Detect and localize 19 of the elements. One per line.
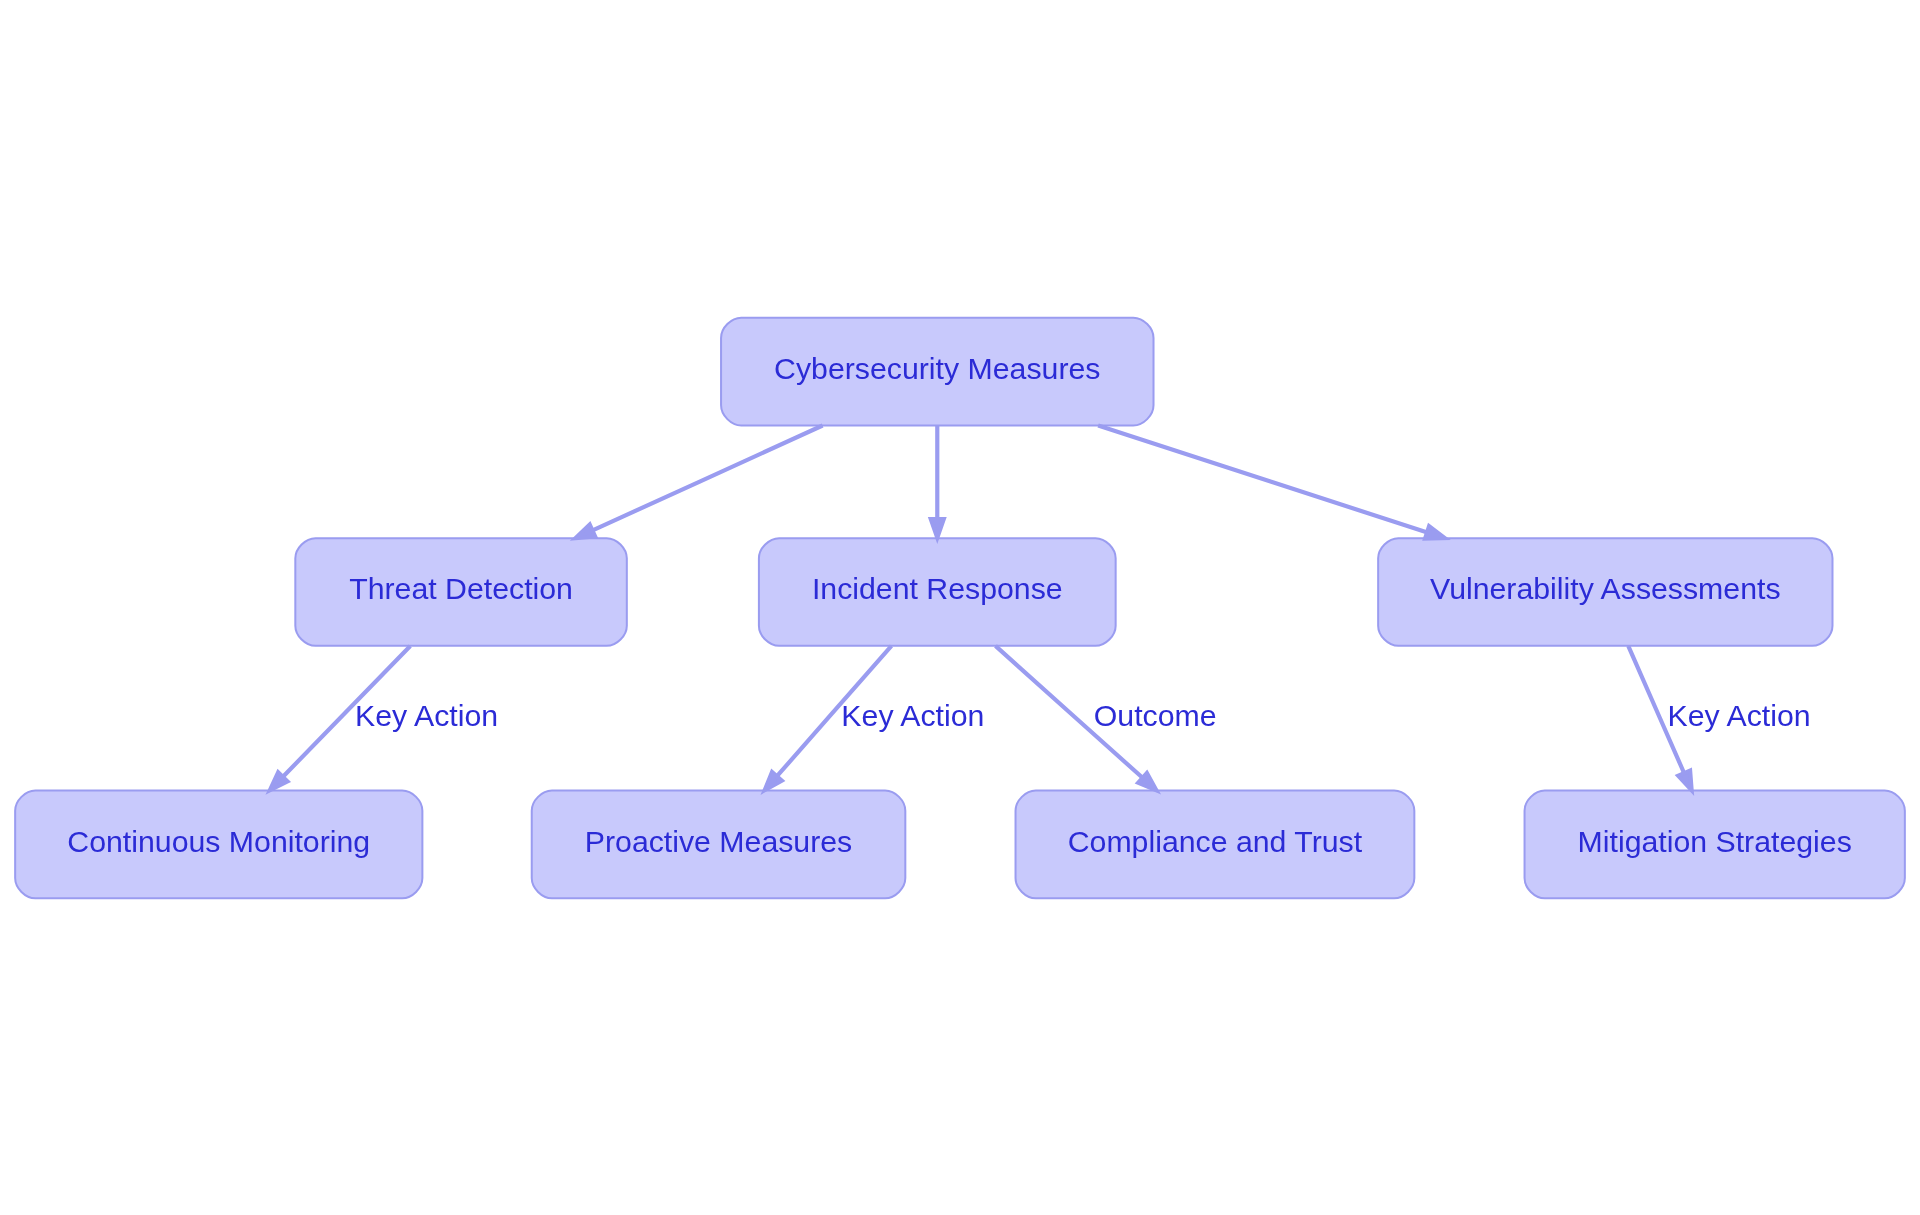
arrow — [1626, 644, 1695, 796]
node-box: Mitigation Strategies — [1523, 789, 1906, 899]
edge-label: Key Action — [1667, 698, 1811, 732]
node-box: Incident Response — [757, 536, 1117, 647]
arrow — [569, 423, 824, 541]
node-box: Vulnerability Assessments — [1377, 536, 1834, 647]
arrow — [927, 425, 947, 544]
arrow — [265, 643, 412, 795]
node-box: Cybersecurity Measures — [720, 316, 1155, 426]
edge-label: Key Action — [355, 698, 499, 732]
arrow — [994, 643, 1162, 794]
arrow — [1097, 423, 1451, 541]
edge-label: Key Action — [841, 698, 985, 732]
node-box: Threat Detection — [294, 536, 628, 647]
arrow — [760, 644, 893, 795]
edge-label: Outcome — [1093, 698, 1217, 732]
node-box: Continuous Monitoring — [14, 789, 424, 899]
node-box: Compliance and Trust — [1014, 789, 1416, 899]
node-box: Proactive Measures — [530, 789, 907, 899]
